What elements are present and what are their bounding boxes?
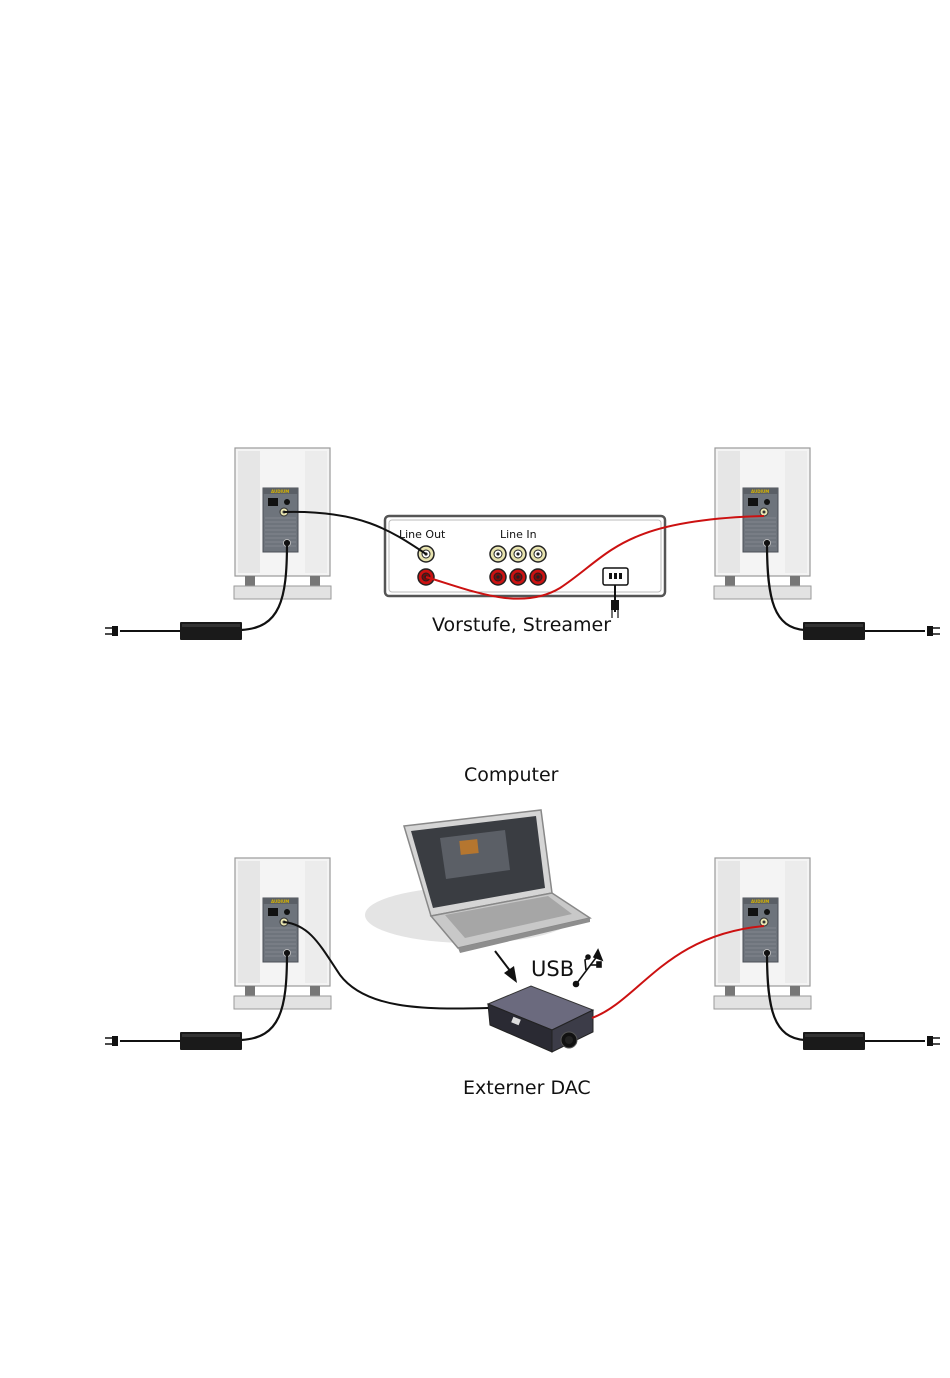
line-in-jack — [490, 546, 506, 562]
preamp-box: Line Out Line In — [385, 516, 665, 596]
speaker-left: AUDIUM — [234, 858, 331, 1009]
line-in-jack — [510, 546, 526, 562]
line-in-label: Line In — [500, 528, 537, 541]
speaker-brand: AUDIUM — [271, 899, 289, 904]
line-out-label: Line Out — [399, 528, 446, 541]
speaker-left: AUDIUM — [234, 448, 331, 599]
speaker-right: AUDIUM — [714, 448, 811, 599]
line-in-jack — [490, 569, 506, 585]
computer-label: Computer — [464, 764, 559, 786]
dac-device-icon — [488, 986, 593, 1052]
preamp-label: Vorstufe, Streamer — [432, 614, 611, 636]
dac-label: Externer DAC — [463, 1077, 591, 1099]
usb-label: USB — [531, 957, 574, 981]
usb-icon — [574, 950, 603, 987]
speaker-right: AUDIUM — [714, 858, 811, 1009]
speaker-brand: AUDIUM — [271, 489, 289, 494]
speaker-brand: AUDIUM — [751, 489, 769, 494]
power-socket-icon — [603, 568, 628, 585]
laptop-icon — [365, 810, 590, 953]
diagram-dac: Computer USB — [105, 764, 940, 1099]
line-in-jack — [510, 569, 526, 585]
speaker-brand: AUDIUM — [751, 899, 769, 904]
line-in-jack — [530, 546, 546, 562]
line-in-jack — [530, 569, 546, 585]
diagram-preamp: AUDIUM AUDIUM Line Out Line In — [105, 448, 940, 640]
